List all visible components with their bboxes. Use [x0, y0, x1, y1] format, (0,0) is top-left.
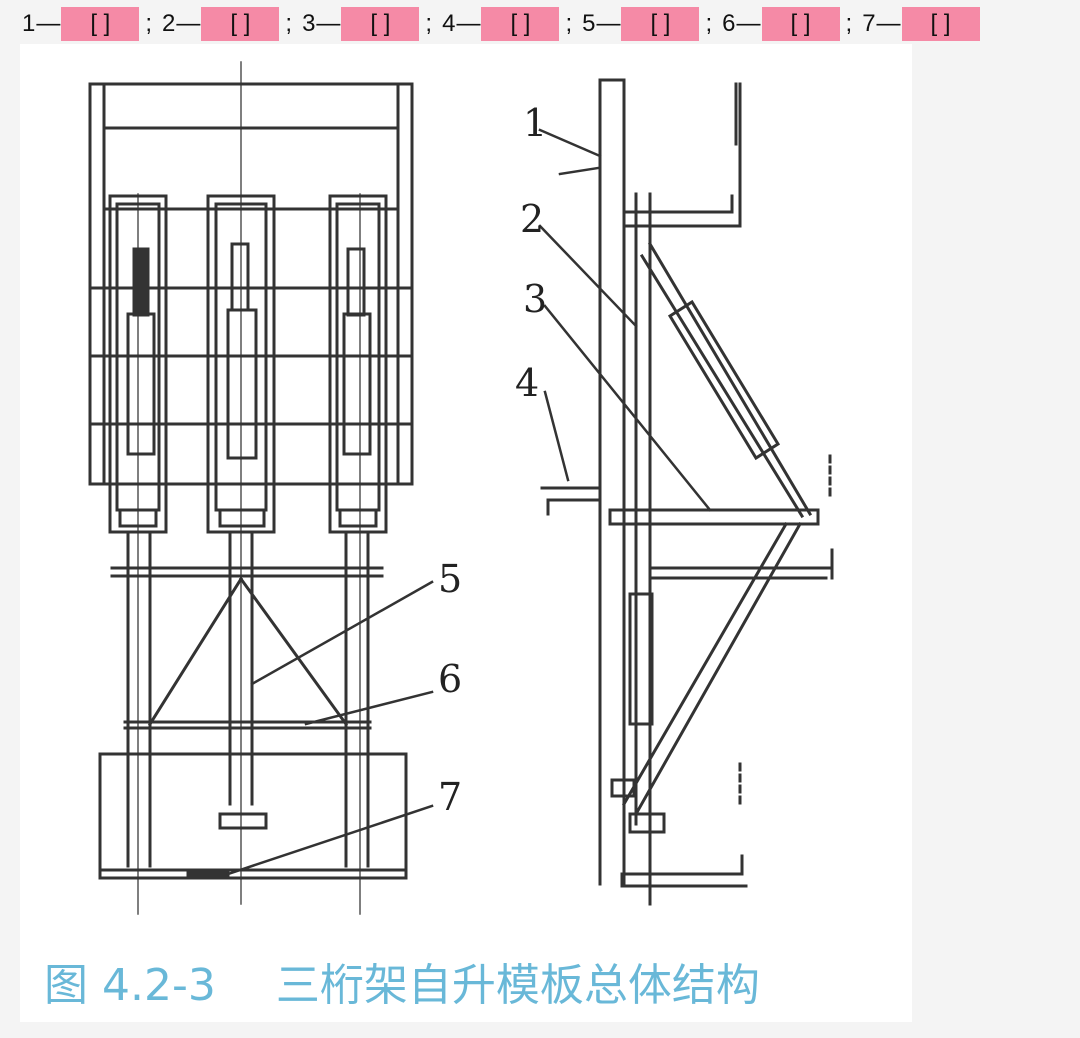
- item-dash: —: [176, 10, 201, 37]
- answer-line: 1—[ ]; 2—[ ]; 3—[ ]; 4—[ ]; 5—[ ]; 6—[ ]…: [22, 6, 980, 42]
- answer-item-3: 3—[ ];: [302, 7, 442, 41]
- answer-blank-3[interactable]: [ ]: [341, 7, 420, 41]
- callout-2: 2: [520, 197, 544, 241]
- figure-card: 1 2 3 4 5 6 7 图 4.2-3 三桁架自升模板总体结构: [20, 44, 912, 1022]
- answer-blank-6[interactable]: [ ]: [761, 7, 840, 41]
- separator: ;: [425, 10, 433, 37]
- item-dash: —: [736, 10, 761, 37]
- climbing-frames: [108, 194, 388, 534]
- callout-leaders-side: [538, 128, 712, 512]
- answer-blank-4[interactable]: [ ]: [481, 7, 560, 41]
- main-platform: [608, 508, 834, 817]
- callout-3: 3: [523, 277, 547, 321]
- item-dash: —: [316, 10, 341, 37]
- formwork-diagram: 1 2 3 4 5 6 7: [88, 61, 834, 915]
- item-number: 2: [162, 10, 176, 37]
- answer-item-7: 7—[ ]: [862, 7, 980, 41]
- dashed-marks: [738, 454, 832, 806]
- item-dash: —: [36, 10, 61, 37]
- callout-6: 6: [438, 657, 462, 701]
- base-frame: [98, 752, 408, 880]
- separator: ;: [285, 10, 293, 37]
- separator: ;: [845, 10, 853, 37]
- wall-panel: [598, 78, 652, 906]
- answer-blank-7[interactable]: [ ]: [901, 7, 980, 41]
- item-number: 3: [302, 10, 316, 37]
- separator: ;: [565, 10, 573, 37]
- answer-item-5: 5—[ ];: [582, 7, 722, 41]
- item-dash: —: [596, 10, 621, 37]
- callout-labels: 1 2 3 4 5 6 7: [438, 101, 547, 819]
- item-number: 7: [862, 10, 876, 37]
- hydraulic-strut: [639, 241, 813, 519]
- item-dash: —: [456, 10, 481, 37]
- answer-blank-1[interactable]: [ ]: [61, 7, 140, 41]
- item-number: 6: [722, 10, 736, 37]
- answer-item-4: 4—[ ];: [442, 7, 582, 41]
- item-number: 4: [442, 10, 456, 37]
- side-view: [538, 78, 834, 906]
- answer-blank-2[interactable]: [ ]: [201, 7, 280, 41]
- answer-item-2: 2—[ ];: [162, 7, 302, 41]
- separator: ;: [705, 10, 713, 37]
- front-view: [88, 61, 434, 915]
- callout-7: 7: [438, 775, 462, 819]
- upper-platform: [622, 82, 742, 228]
- figure-caption: 图 4.2-3 三桁架自升模板总体结构: [44, 949, 760, 1019]
- caption-title: 三桁架自升模板总体结构: [275, 960, 760, 1011]
- center-lines: [137, 61, 361, 915]
- separator: ;: [145, 10, 153, 37]
- lower-details: [610, 592, 748, 888]
- formwork-panel: [88, 82, 414, 486]
- callout-5: 5: [438, 557, 462, 601]
- caption-number: 图 4.2-3: [44, 960, 216, 1011]
- answer-blank-5[interactable]: [ ]: [621, 7, 700, 41]
- answer-item-1: 1—[ ];: [22, 7, 162, 41]
- outer-bracket: [540, 486, 602, 516]
- callout-1: 1: [523, 101, 547, 145]
- answer-item-6: 6—[ ];: [722, 7, 862, 41]
- item-number: 1: [22, 10, 36, 37]
- lower-truss: [110, 566, 384, 730]
- item-number: 5: [582, 10, 596, 37]
- callout-leaders-front: [226, 580, 434, 876]
- callout-4: 4: [515, 361, 539, 405]
- item-dash: —: [876, 10, 901, 37]
